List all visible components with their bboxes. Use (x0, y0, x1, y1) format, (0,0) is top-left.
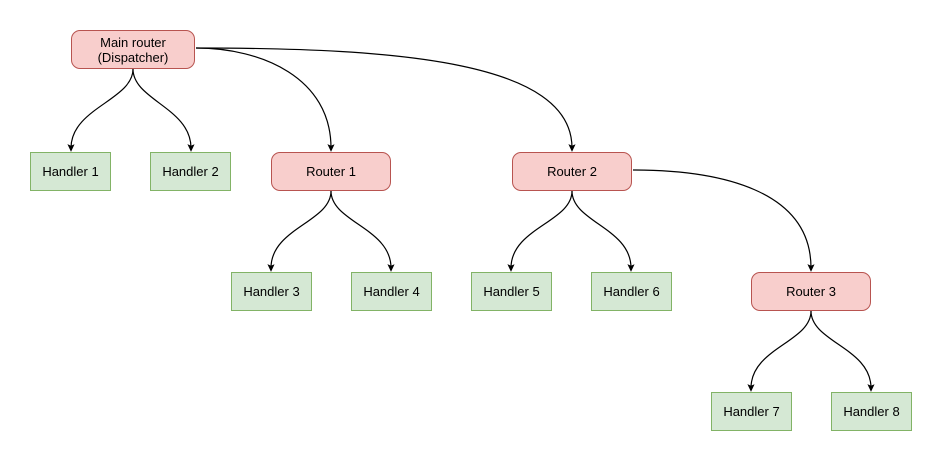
node-main-router[interactable]: Main router (Dispatcher) (71, 30, 195, 69)
node-label-handler-7: Handler 7 (723, 404, 780, 419)
node-label-handler-3: Handler 3 (243, 284, 300, 299)
node-label-handler-2: Handler 2 (162, 164, 219, 179)
edges-group (67, 47, 875, 392)
edge-router-1-to-handler-3 (267, 190, 332, 272)
edge-main-to-handler-2 (132, 68, 195, 152)
edge-main-to-router-1 (195, 47, 335, 152)
node-label-handler-4: Handler 4 (363, 284, 420, 299)
node-handler-4[interactable]: Handler 4 (351, 272, 432, 311)
node-handler-3[interactable]: Handler 3 (231, 272, 312, 311)
node-label-router-1: Router 1 (306, 164, 356, 179)
node-router-1[interactable]: Router 1 (271, 152, 391, 191)
node-label-handler-8: Handler 8 (843, 404, 900, 419)
edge-router-3-to-handler-7 (747, 310, 812, 392)
node-label-handler-5: Handler 5 (483, 284, 540, 299)
edge-router-2-to-router-3 (632, 169, 815, 272)
node-label-handler-6: Handler 6 (603, 284, 660, 299)
edge-router-1-to-handler-4 (330, 190, 395, 272)
edge-main-to-handler-1 (67, 68, 134, 152)
node-label-main-router: Main router (Dispatcher) (97, 34, 169, 65)
edge-main-to-router-2 (195, 47, 576, 152)
node-handler-2[interactable]: Handler 2 (150, 152, 231, 191)
node-handler-7[interactable]: Handler 7 (711, 392, 792, 431)
edge-router-2-to-handler-6 (571, 190, 635, 272)
node-handler-5[interactable]: Handler 5 (471, 272, 552, 311)
node-handler-8[interactable]: Handler 8 (831, 392, 912, 431)
edge-router-2-to-handler-5 (507, 190, 573, 272)
node-handler-6[interactable]: Handler 6 (591, 272, 672, 311)
node-router-2[interactable]: Router 2 (512, 152, 632, 191)
node-label-router-3: Router 3 (786, 284, 836, 299)
edge-router-3-to-handler-8 (810, 310, 875, 392)
node-handler-1[interactable]: Handler 1 (30, 152, 111, 191)
node-router-3[interactable]: Router 3 (751, 272, 871, 311)
node-label-router-2: Router 2 (547, 164, 597, 179)
node-label-handler-1: Handler 1 (42, 164, 99, 179)
